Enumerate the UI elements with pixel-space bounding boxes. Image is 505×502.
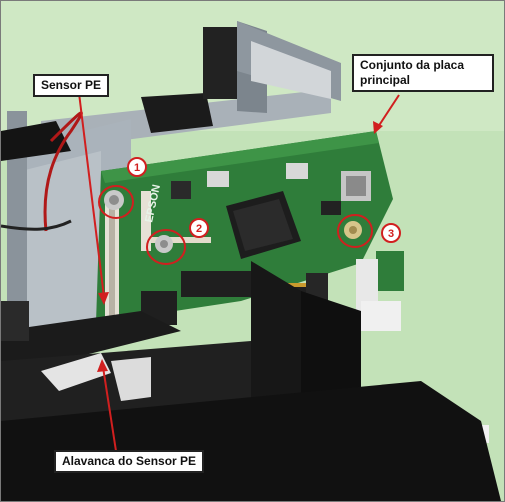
svg-text:3: 3 xyxy=(388,228,394,240)
black-cable xyxy=(1,219,72,231)
arrow-sensor-pe xyxy=(78,92,109,305)
highlight-screw-3 xyxy=(337,214,373,248)
marker-3: 3 xyxy=(381,223,401,243)
highlight-screw-2 xyxy=(146,229,186,265)
arrow-alavanca xyxy=(97,359,117,452)
highlight-screw-1 xyxy=(98,185,134,219)
screw-3 xyxy=(344,221,362,239)
svg-text:2: 2 xyxy=(196,223,202,235)
marker-1: 1 xyxy=(127,157,147,177)
svg-text:1: 1 xyxy=(134,162,140,174)
main-pcb xyxy=(96,131,393,325)
screw-2 xyxy=(155,235,173,253)
pe-lever xyxy=(41,353,111,391)
red-cable xyxy=(43,111,83,232)
plastic-parts-top xyxy=(1,27,237,161)
label-sensor-pe: Sensor PE xyxy=(33,74,110,97)
screw-1 xyxy=(104,190,124,210)
side-connector xyxy=(356,251,404,331)
label-conjunto-placa: Conjunto da placa principal xyxy=(352,54,494,92)
arrow-conjunto xyxy=(373,94,400,134)
label-alavanca-sensor: Alavanca do Sensor PE xyxy=(54,450,205,473)
marker-2: 2 xyxy=(189,218,209,238)
